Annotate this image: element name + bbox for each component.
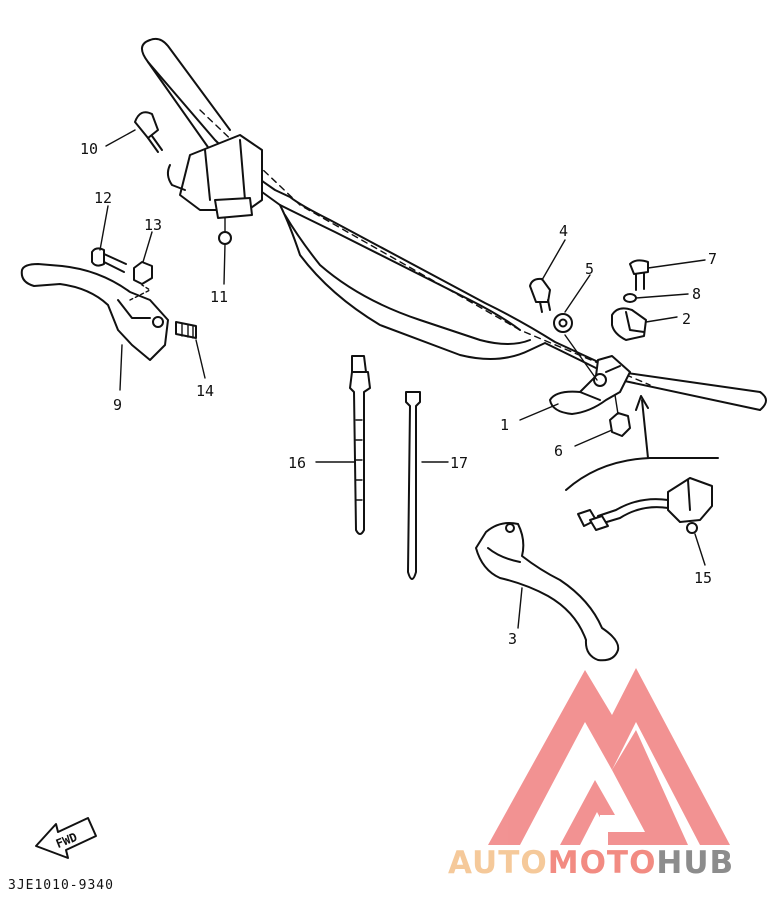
screw-7	[629, 259, 649, 291]
callout-10: 10	[80, 140, 98, 158]
callout-numbers: 1 2 3 4 5 6 7 8 9 10 11 12 13 14 15 16 1…	[80, 140, 717, 648]
callout-11: 11	[210, 288, 228, 306]
washer-5	[553, 313, 573, 333]
brake-lever-3	[475, 522, 620, 662]
leader-lines	[99, 129, 706, 629]
wordmark-auto: AUTO	[448, 845, 548, 881]
nut-6	[609, 412, 631, 437]
callout-6: 6	[554, 442, 563, 460]
left-switch-housing	[166, 134, 263, 245]
bolt-12	[91, 247, 127, 273]
cable-tie-16	[349, 355, 371, 535]
callout-17: 17	[450, 454, 468, 472]
callout-7: 7	[708, 250, 717, 268]
svg-text:AUTOMOTOHUB: AUTOMOTOHUB	[448, 845, 734, 881]
bolt-4	[529, 277, 551, 313]
callout-2: 2	[682, 310, 691, 328]
bolt-10	[134, 111, 163, 153]
adjuster-14	[175, 321, 197, 339]
kill-switch-15	[577, 477, 713, 534]
cable-tie-17	[405, 391, 421, 580]
part-code: 3JE1010-9340	[8, 878, 114, 893]
nut-13	[133, 261, 153, 285]
lever-holder-1	[549, 355, 631, 415]
callout-12: 12	[94, 189, 112, 207]
callout-15: 15	[694, 569, 712, 587]
callout-3: 3	[508, 630, 517, 648]
callout-16: 16	[288, 454, 306, 472]
clutch-lever-9	[20, 263, 169, 361]
callout-1: 1	[500, 416, 509, 434]
washer-8	[623, 293, 637, 303]
automotohub-wordmark: AUTOMOTOHUB	[448, 845, 734, 881]
callout-9: 9	[113, 396, 122, 414]
handlebar	[141, 37, 767, 411]
logo-mark	[488, 668, 730, 845]
automotohub-logo	[488, 668, 730, 845]
wordmark-moto: MOTO	[548, 845, 657, 881]
callout-5: 5	[585, 260, 594, 278]
callout-8: 8	[692, 285, 701, 303]
forward-arrow: FWD	[35, 817, 97, 859]
pointer-arrow	[565, 395, 719, 491]
bracket-2	[611, 307, 647, 341]
callout-4: 4	[559, 222, 568, 240]
wordmark-hub: HUB	[656, 845, 734, 881]
callout-14: 14	[196, 382, 214, 400]
callout-13: 13	[144, 216, 162, 234]
